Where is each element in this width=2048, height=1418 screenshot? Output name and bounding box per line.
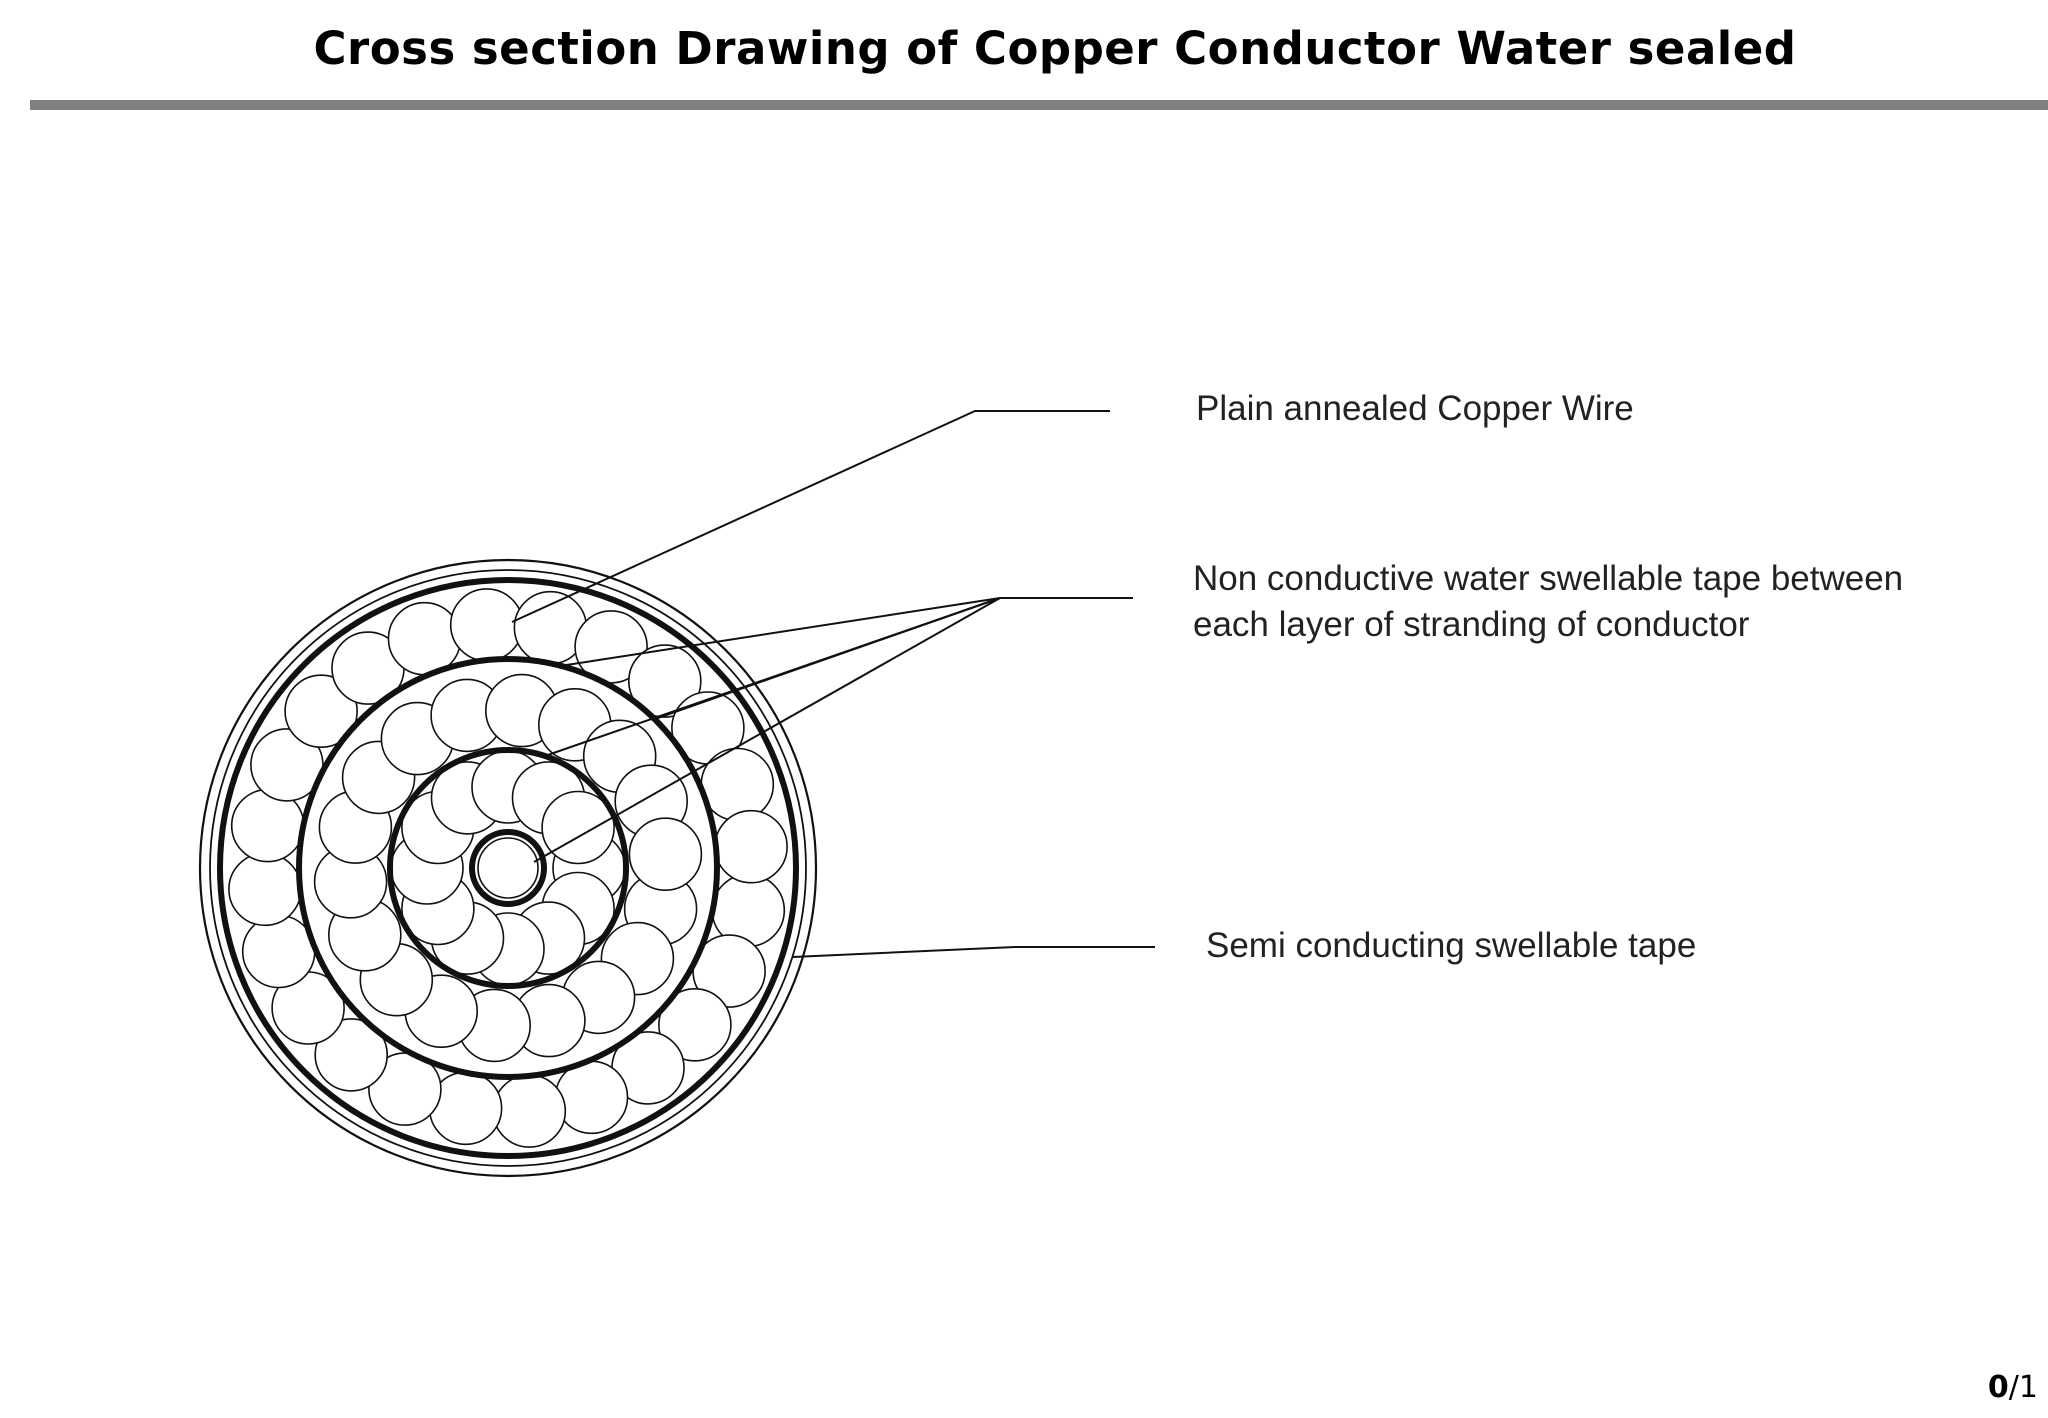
- strand-wire-layer-3: [387, 601, 462, 676]
- strand-wire-layer-3: [658, 988, 732, 1062]
- leader-tape-to-center: [533, 597, 1001, 863]
- leader-semi-conducting-tape: [792, 946, 1155, 958]
- strand-wire-center: [477, 837, 539, 899]
- tape-ring-layer-2: [387, 747, 629, 989]
- label-non-conductive-tape-line1: Non conductive water swellable tape betw…: [1193, 559, 1903, 598]
- page-total: /1: [2008, 1370, 2038, 1405]
- page-title: Cross section Drawing of Copper Conducto…: [313, 22, 1797, 75]
- strand-wire-layer-3: [554, 1060, 629, 1135]
- title-divider: [30, 100, 2048, 110]
- strand-wire-layer-3: [449, 588, 524, 662]
- outer-sheath-circle: [198, 558, 818, 1178]
- label-copper-wire: Plain annealed Copper Wire: [1196, 389, 1634, 428]
- leader-tape-to-ring-2: [541, 597, 1001, 758]
- leader-lines: [511, 410, 1155, 958]
- leader-tape-to-outer-ring: [559, 597, 1001, 667]
- tape-ring-center: [469, 829, 547, 907]
- strand-wire-layer-3: [492, 1074, 567, 1148]
- strand-wire-layer-3: [700, 747, 775, 822]
- page-indicator: 0/1: [1988, 1370, 2038, 1405]
- strand-wire-layer-3: [314, 1018, 389, 1092]
- water-swellable-tape-rings: [296, 656, 720, 1080]
- strand-wire-layer-3: [241, 914, 316, 989]
- strand-wire-layer-3: [284, 674, 358, 749]
- semi-conducting-tape-inner-edge: [209, 569, 807, 1167]
- page-current: 0: [1987, 1370, 2009, 1405]
- strand-wire-layer-3: [714, 809, 788, 884]
- tape-ring-layer-3: [296, 656, 720, 1080]
- label-non-conductive-tape-line2: each layer of stranding of conductor: [1193, 605, 1750, 644]
- cable-outer-layers: [198, 558, 818, 1178]
- strand-wire-layer-1: [541, 790, 615, 865]
- strand-wire-layer-3: [228, 852, 302, 927]
- strand-wire-layer-3: [627, 644, 702, 718]
- leader-copper-wire: [511, 410, 1110, 623]
- conductor-boundary-ring: [217, 577, 799, 1159]
- conductor-strands: [228, 588, 788, 1148]
- label-semi-conducting-tape: Semi conducting swellable tape: [1206, 926, 1696, 965]
- strand-wire-layer-2: [628, 817, 703, 892]
